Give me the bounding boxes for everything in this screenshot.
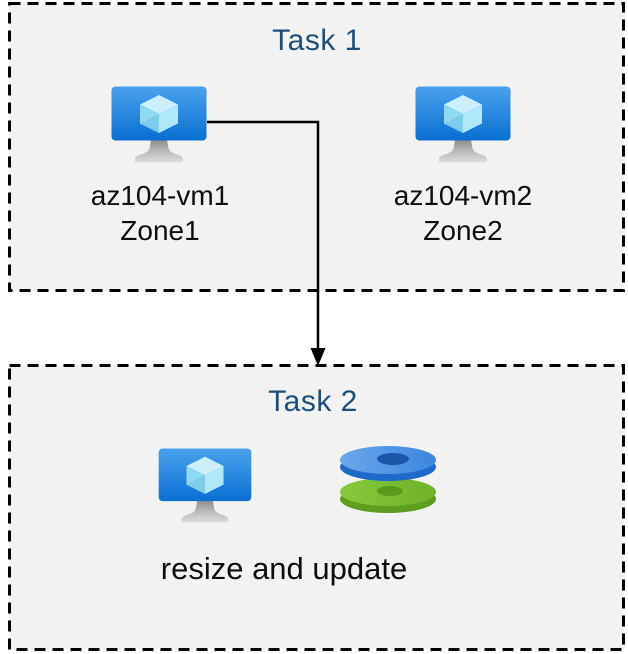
connector-line — [207, 120, 320, 351]
managed-disks-icon — [340, 446, 436, 513]
monitor-stand — [439, 140, 487, 162]
virtual-machine-icon — [158, 448, 252, 523]
vm1-label: az104-vm1 Zone1 — [91, 178, 230, 248]
task1-box — [8, 2, 625, 292]
cube-glyph — [140, 95, 178, 133]
vm-zone: Zone2 — [423, 215, 503, 246]
virtual-machine-icon — [111, 86, 207, 162]
task2-caption: resize and update — [160, 551, 408, 586]
task2-title: Task 2 — [268, 385, 358, 418]
vm-zone: Zone1 — [120, 215, 200, 246]
arrow-down-icon — [310, 348, 326, 366]
cube-glyph — [444, 95, 482, 133]
task2-box — [8, 364, 625, 651]
vm2-label: az104-vm2 Zone2 — [394, 178, 533, 248]
vm-name: az104-vm1 — [90, 180, 230, 211]
vm-name: az104-vm2 — [393, 180, 533, 211]
task1-title: Task 1 — [272, 24, 362, 57]
monitor-stand — [181, 500, 229, 523]
green-disk — [340, 478, 436, 513]
virtual-machine-icon — [415, 86, 511, 162]
blue-disk — [340, 446, 436, 481]
cube-glyph — [186, 456, 224, 494]
monitor-stand — [135, 140, 183, 162]
